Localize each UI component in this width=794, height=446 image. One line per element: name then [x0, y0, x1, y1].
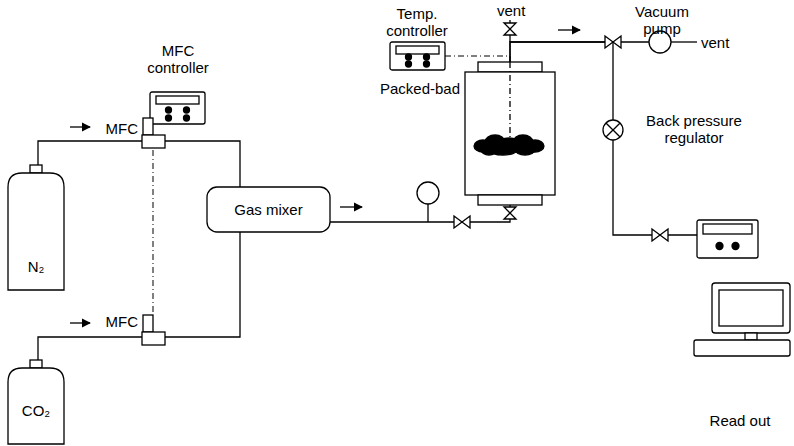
- vent-label: vent: [701, 34, 729, 51]
- controller-button: [166, 107, 172, 113]
- valve-symbol: [605, 36, 621, 48]
- gas-line: [165, 141, 240, 187]
- mfc-body: [142, 332, 165, 345]
- readout-button: [732, 243, 739, 250]
- regulator-cross: [606, 123, 620, 137]
- gas-line: [38, 337, 142, 360]
- node-label: Read out: [702, 412, 778, 429]
- computer-base: [694, 340, 790, 356]
- mfc-sensor: [143, 315, 153, 332]
- mfc-body: [142, 135, 165, 148]
- readout-display: [703, 224, 752, 234]
- computer-monitor: [712, 283, 790, 333]
- valve-symbol: [504, 23, 516, 35]
- node-outline: [142, 315, 165, 347]
- node-label: MFC: [96, 120, 138, 137]
- controller-button: [424, 61, 430, 67]
- signal-line: [153, 150, 154, 315]
- valve-symbol: [504, 207, 516, 219]
- packing-material: [515, 145, 535, 155]
- regulator-symbol: [603, 120, 623, 140]
- valve-symbol: [652, 229, 668, 241]
- regulator-cross: [606, 123, 620, 137]
- controller-button: [166, 115, 172, 121]
- controller-box: [390, 42, 445, 70]
- cylinder-body: [8, 368, 64, 444]
- gauge-stem: [427, 204, 428, 222]
- node-label: Temp. controller: [372, 5, 462, 39]
- mfc-controller: MFC controller: [150, 92, 205, 124]
- node-outline: [603, 120, 623, 140]
- node-label: CO₂: [8, 402, 64, 419]
- node-outline: [465, 62, 555, 205]
- node-label: MFC controller: [137, 42, 219, 76]
- mfc-sensor: [143, 118, 153, 135]
- gas-cylinder: CO₂: [8, 360, 64, 444]
- controller-button: [184, 115, 190, 121]
- node-outline: [390, 42, 445, 70]
- node-label: Packed-bad: [372, 80, 460, 97]
- mixer-box: [207, 187, 330, 232]
- temperature-controller: Temp. controller: [390, 42, 445, 70]
- mass-flow-controller: MFC: [142, 315, 165, 347]
- flow-arrow: [70, 126, 90, 127]
- gas-line: [165, 232, 240, 337]
- controller-button: [406, 54, 412, 60]
- packed-bed-reactor: Packed-bad: [465, 62, 555, 205]
- vent-label: vent: [497, 2, 525, 19]
- controller-box: [150, 92, 205, 124]
- reactor-cap: [478, 195, 542, 205]
- controller-button: [424, 54, 430, 60]
- node-label: Vacuum pump: [622, 3, 702, 37]
- vent-line: [671, 41, 697, 42]
- controller-display: [156, 96, 199, 104]
- pressure-gauge: [417, 182, 439, 204]
- flow-arrow: [340, 206, 362, 207]
- monitor-stand: [745, 333, 757, 340]
- node-label: N₂: [8, 258, 64, 275]
- packing-material: [481, 145, 497, 155]
- gas-line: [613, 140, 697, 235]
- node-label: Gas mixer: [207, 201, 330, 218]
- gas-line: [38, 141, 142, 165]
- flow-arrow: [70, 322, 90, 323]
- thermocouple: [509, 62, 510, 138]
- node-outline: [142, 118, 165, 150]
- gas-line: [330, 205, 510, 222]
- flow-arrow: [558, 29, 580, 30]
- readout-button: [716, 243, 723, 250]
- node-outline: [150, 92, 205, 124]
- vacuum-pump: Vacuum pump: [649, 31, 671, 53]
- controller-button: [184, 107, 190, 113]
- node-label: Back pressure regulator: [630, 112, 758, 146]
- controller-display: [396, 46, 439, 54]
- readout-unit: Read out: [697, 220, 758, 258]
- cylinder-body: [8, 173, 64, 290]
- valve-symbol: [454, 216, 470, 228]
- node-outline: [697, 220, 758, 258]
- signal-line: [445, 56, 510, 62]
- readout-box: [697, 220, 758, 258]
- back-pressure-regulator: Back pressure regulator: [603, 120, 623, 140]
- cylinder-valve: [30, 165, 42, 173]
- monitor-screen: [719, 290, 783, 326]
- gas-line: [510, 42, 649, 62]
- gas-mixer: Gas mixer: [207, 187, 330, 232]
- gas-cylinder: N₂: [8, 165, 64, 290]
- node-label: MFC: [96, 313, 138, 330]
- cylinder-valve: [30, 360, 42, 368]
- controller-button: [406, 61, 412, 67]
- mass-flow-controller: MFC: [142, 118, 165, 150]
